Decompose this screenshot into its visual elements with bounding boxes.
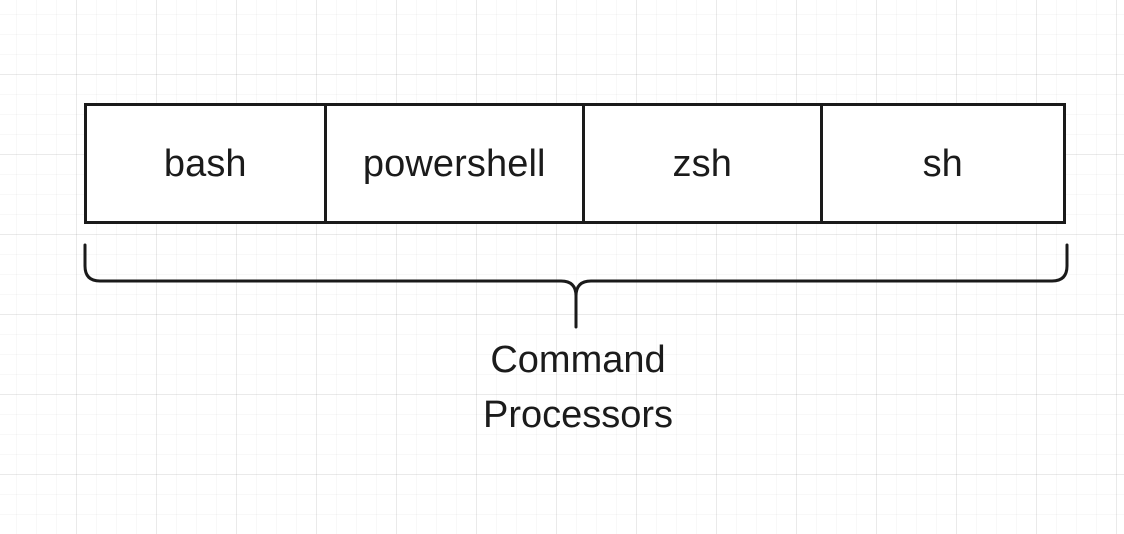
box-cell-powershell[interactable]: powershell: [327, 106, 585, 221]
brace-path: [83, 243, 1069, 329]
box-cell-label: powershell: [362, 142, 546, 185]
group-caption: Command Processors: [482, 339, 674, 436]
box-cell-label: bash: [163, 142, 247, 185]
command-processors-box: bash powershell zsh sh: [84, 103, 1066, 224]
box-cell-bash[interactable]: bash: [87, 106, 327, 221]
box-cell-label: zsh: [672, 142, 732, 185]
box-cell-sh[interactable]: sh: [823, 106, 1064, 221]
curly-brace-icon: [83, 243, 1069, 329]
box-cell-zsh[interactable]: zsh: [585, 106, 823, 221]
box-cell-label: sh: [922, 142, 963, 185]
